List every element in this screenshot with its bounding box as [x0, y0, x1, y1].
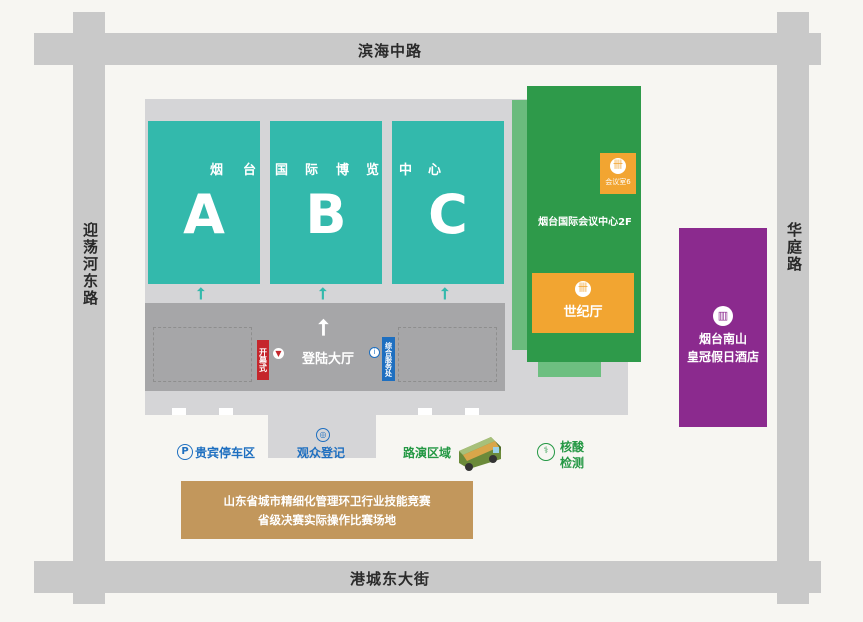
gate-1	[172, 408, 186, 415]
hall-b-letter: B	[305, 183, 347, 246]
building-entrance-wing	[268, 392, 376, 458]
hall-c-entry-arrow: ⭡	[441, 284, 449, 303]
hotel-icon: ▥	[713, 306, 733, 326]
century-hall-label: 世纪厅	[563, 305, 603, 320]
east-road	[777, 12, 809, 604]
competition-line2: 省级决赛实际操作比赛场地	[258, 513, 396, 527]
competition-venue-sign[interactable]: 山东省城市精细化管理环卫行业技能竞赛 省级决赛实际操作比赛场地	[181, 481, 473, 539]
hall-a-letter: A	[183, 183, 225, 246]
hotel-name-line2: 皇冠假日酒店	[686, 350, 759, 364]
west-road-label: 迎荡河东路	[81, 222, 99, 307]
hotel-name-line1: 烟台南山	[698, 332, 747, 346]
registration-icon: ◎	[316, 428, 330, 442]
lobby-label: 登陆大厅	[301, 352, 354, 367]
visitor-registration-label[interactable]: 观众登记	[297, 446, 346, 460]
testing-label-line1[interactable]: 核酸	[560, 440, 585, 454]
south-road-label: 港城东大街	[349, 570, 430, 588]
west-road	[73, 12, 105, 604]
hall-b[interactable]: B	[270, 121, 382, 284]
gate-4	[465, 408, 479, 415]
exhibition-title-char-5: 博	[336, 163, 350, 178]
opening-ceremony-tag[interactable]: 开幕式	[257, 340, 269, 380]
gate-3	[418, 408, 432, 415]
exhibition-title-char-2: 台	[243, 163, 257, 178]
vip-parking-label[interactable]: 贵宾停车区	[195, 446, 256, 460]
east-road-label: 华庭路	[785, 222, 803, 273]
hall-a[interactable]: A	[148, 121, 260, 284]
parking-icon: P	[177, 444, 193, 460]
service-desk-tag[interactable]: 综合服务处	[382, 337, 395, 381]
competition-line1: 山东省城市精细化管理环卫行业技能竞赛	[223, 494, 431, 508]
lobby-left-zone	[153, 327, 252, 382]
exhibition-title-char-6: 览	[366, 163, 380, 178]
service-icon: i	[369, 347, 380, 358]
gate-2	[219, 408, 233, 415]
hall-b-entry-arrow: ⭡	[319, 284, 327, 303]
exhibition-title-char-7: 中	[399, 163, 413, 178]
meeting-room-6-icon: 卌	[610, 158, 626, 174]
exhibition-title-char-8: 心	[428, 163, 442, 178]
testing-icon: ⚕	[537, 443, 555, 461]
meeting-room-6[interactable]: 卌 会议室6	[600, 153, 636, 194]
lobby-area	[145, 303, 505, 391]
century-hall-icon: 卌	[575, 281, 591, 297]
century-hall[interactable]: 卌 世纪厅	[532, 273, 634, 333]
north-road-label: 滨海中路	[357, 42, 422, 60]
north-road	[34, 33, 821, 65]
exhibition-title-char-4: 际	[305, 163, 319, 178]
hall-a-entry-arrow: ⭡	[197, 284, 205, 303]
hotel-building[interactable]: ▥ 烟台南山 皇冠假日酒店	[679, 228, 767, 427]
testing-label-line2[interactable]: 检测	[560, 456, 585, 470]
roadshow-truck	[459, 437, 501, 471]
south-road	[34, 561, 821, 593]
exhibition-title-char-3: 国	[275, 163, 289, 178]
hall-c-letter: C	[428, 183, 468, 246]
roadshow-label[interactable]: 路演区域	[403, 446, 452, 460]
lobby-right-zone	[398, 327, 497, 382]
hall-c[interactable]: C	[392, 121, 504, 284]
podium-icon: ▼	[273, 348, 284, 359]
lobby-up-arrow: ⭡	[318, 316, 329, 341]
meeting-room-6-label: 会议室6	[605, 178, 631, 186]
exhibition-title-char-1: 烟	[210, 163, 224, 178]
conference-center-label: 烟台国际会议中心2F	[538, 217, 632, 228]
